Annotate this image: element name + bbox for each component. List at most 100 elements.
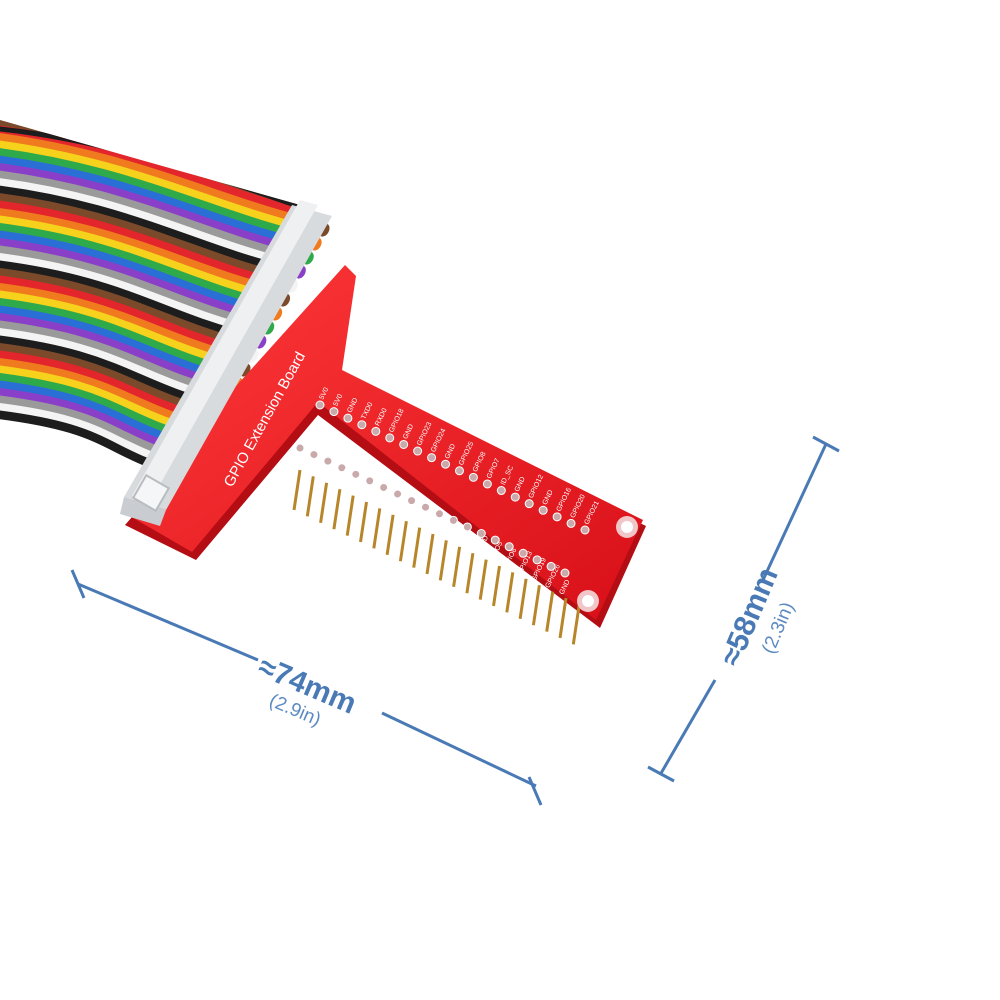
header-pin	[292, 469, 302, 511]
header-pin	[531, 584, 541, 626]
solder-pad	[295, 443, 305, 453]
solder-pad	[482, 479, 492, 489]
solder-pad	[510, 492, 520, 502]
solder-pad	[323, 456, 333, 466]
mounting-hole	[577, 590, 599, 612]
pin-label: SCLK	[447, 523, 461, 543]
ribbon-wire	[0, 175, 287, 267]
header-pin	[571, 604, 581, 645]
pin-label: GND	[461, 533, 474, 550]
ribbon-wire	[0, 228, 265, 315]
solder-pad	[434, 509, 444, 519]
pin-label: MISO	[433, 517, 447, 537]
solder-pad	[407, 496, 417, 506]
pin-label: 5V0	[332, 393, 344, 407]
solder-pad	[421, 502, 431, 512]
solder-pad	[385, 433, 395, 443]
pin-label: 5V0	[319, 387, 331, 401]
ribbon-wire	[0, 250, 255, 335]
header-pin	[478, 559, 488, 600]
solder-pad	[399, 439, 409, 449]
header-pin	[372, 508, 382, 549]
ribbon-wire	[0, 160, 293, 253]
header-pin	[425, 533, 435, 575]
ribbon-wire	[0, 220, 268, 308]
solder-pad	[468, 472, 478, 482]
header-pin	[305, 476, 315, 517]
solder-pad	[454, 466, 464, 476]
header-pin	[438, 540, 448, 581]
solder-pad	[427, 453, 437, 463]
solder-pad	[476, 529, 486, 539]
solder-pad	[490, 535, 500, 545]
solder-pad	[552, 512, 562, 522]
ribbon-wire	[0, 258, 252, 342]
header-pin	[545, 591, 555, 632]
solder-pad	[413, 446, 423, 456]
solder-pad	[538, 505, 548, 515]
width-dimension: ≈74mm (2.9in)	[70, 569, 543, 806]
solder-pad	[518, 548, 528, 558]
ribbon-wire	[0, 198, 277, 287]
ribbon-wire	[0, 205, 274, 294]
pin-label: MOSI	[419, 511, 433, 530]
header-pin	[492, 565, 501, 607]
pin-label: GPIO4	[335, 468, 351, 490]
ribbon-wire	[0, 273, 246, 356]
solder-pad	[532, 555, 542, 565]
ribbon-wire	[0, 190, 280, 280]
header-pin	[518, 578, 528, 620]
header-pin	[452, 546, 462, 588]
solder-pad	[379, 482, 389, 492]
pin-label: 3V3	[294, 457, 306, 471]
solder-pad	[337, 463, 347, 473]
solder-pad	[580, 525, 590, 535]
ribbon-wire	[0, 153, 296, 246]
header-pin	[465, 552, 475, 594]
board-face	[123, 265, 643, 620]
ribbon-wire	[0, 168, 290, 260]
ribbon-wire	[0, 145, 299, 239]
solder-pad	[351, 469, 361, 479]
mounting-hole	[616, 516, 638, 538]
pin-label: SDA1	[307, 458, 321, 478]
solder-pad	[315, 400, 325, 410]
solder-pad	[309, 450, 319, 460]
solder-pad	[504, 542, 514, 552]
solder-pad	[524, 499, 534, 509]
solder-pad	[365, 476, 375, 486]
solder-pad	[546, 561, 556, 571]
solder-pad	[448, 515, 458, 525]
solder-pad	[441, 459, 451, 469]
solder-pad	[496, 486, 506, 496]
header-pin	[398, 520, 408, 562]
height-dimension: ≈58mm (2.3in)	[647, 435, 840, 783]
pin-label: SCL1	[321, 465, 335, 484]
pin-label: 3V3	[405, 509, 417, 523]
solder-pad	[357, 420, 367, 430]
header-pin	[319, 482, 329, 524]
ribbon-wire	[0, 213, 271, 301]
ribbon-wire	[0, 130, 300, 225]
header-pin	[385, 514, 395, 556]
idc-connector	[120, 200, 332, 526]
solder-pad	[462, 522, 472, 532]
pin-label: ID_SD	[475, 535, 490, 557]
ribbon-wire	[0, 265, 249, 349]
solder-pad	[566, 518, 576, 528]
solder-pad	[329, 407, 339, 417]
header-pin	[558, 597, 568, 639]
ribbon-wire	[0, 235, 262, 322]
solder-pad	[343, 413, 353, 423]
ribbon-wire	[0, 138, 300, 232]
solder-pads	[295, 400, 590, 578]
pin-label: GND	[349, 480, 362, 497]
header-pins	[292, 469, 581, 645]
header-pin	[359, 501, 368, 543]
header-pin	[505, 572, 515, 613]
ribbon-wire	[0, 183, 283, 274]
header-pin	[332, 488, 342, 530]
header-pin	[345, 495, 355, 536]
